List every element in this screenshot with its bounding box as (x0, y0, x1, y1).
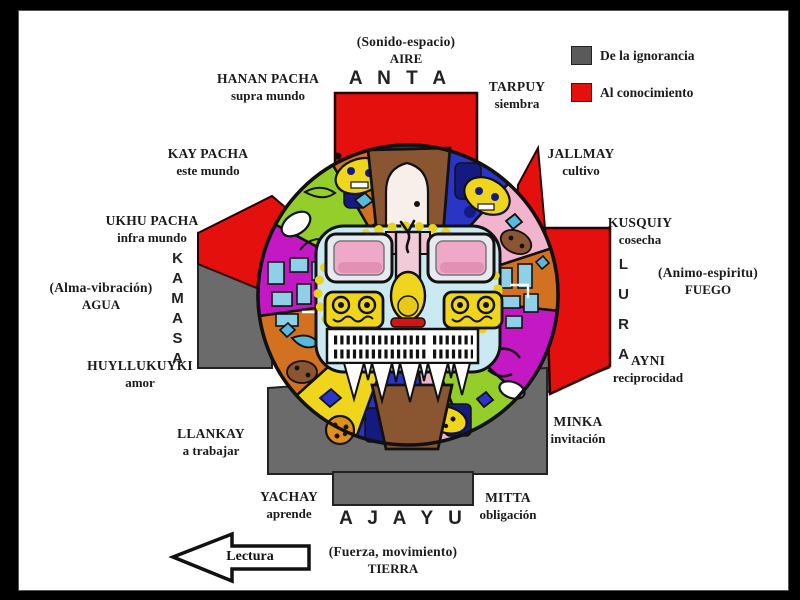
label-jallmay: JALLMAY cultivo (521, 145, 641, 179)
element-air-name: AIRE (389, 50, 423, 66)
label-ayni: AYNI reciprocidad (583, 352, 713, 386)
element-earth-name: TIERRA (367, 560, 419, 576)
term-meaning: reciprocidad (612, 369, 684, 385)
sun-disc-outline (256, 143, 560, 447)
legend-item-knowledge: Al conocimiento (571, 83, 693, 102)
term-meaning: cosecha (618, 231, 662, 247)
center-word-lura: LURA (615, 256, 632, 376)
element-water: (Alma-vibración) AGUA (21, 279, 181, 313)
term-word: KAY PACHA (167, 146, 249, 161)
label-mitta: MITTA obligación (448, 489, 568, 523)
term-word: TARPUY (488, 79, 546, 94)
term-meaning: obligación (479, 506, 537, 522)
legend-item-ignorance: De la ignorancia (571, 46, 695, 65)
term-word: MITTA (485, 490, 531, 505)
label-hanan-pacha: HANAN PACHA supra mundo (208, 70, 328, 104)
term-meaning: cultivo (562, 162, 600, 178)
cheek-mask-left (323, 290, 385, 330)
term-word: MINKA (553, 414, 603, 429)
label-yachay: YACHAY aprende (229, 488, 349, 522)
term-meaning: invitación (550, 430, 606, 446)
barcode-mouth (325, 327, 480, 365)
term-word: HANAN PACHA (216, 71, 320, 86)
element-fire-name: FUEGO (684, 281, 732, 297)
lips (390, 317, 426, 328)
term-word: UKHU PACHA (105, 213, 199, 228)
element-earth: (Fuerza, movimiento) TIERRA (303, 543, 483, 577)
center-word-anta: A N T A (348, 68, 452, 89)
label-minka: MINKA invitación (518, 413, 638, 447)
sun-face (313, 219, 504, 405)
term-word: KUSQUIY (607, 215, 673, 230)
term-word: YACHAY (260, 489, 318, 504)
label-llankay: LLANKAY a trabajar (151, 425, 271, 459)
lectura-arrow-icon (168, 531, 311, 584)
label-tarpuy: TARPUY siembra (457, 78, 577, 112)
term-meaning: siembra (494, 95, 540, 111)
term-meaning: supra mundo (230, 87, 306, 103)
element-water-paren: (Alma-vibración) (49, 280, 153, 295)
center-word-ajayu: A J A Y U (339, 508, 467, 529)
center-word-kamasa: KAMASA (169, 250, 186, 370)
cheek-mask-right (442, 290, 504, 330)
element-air: (Sonido-espacio) AIRE (326, 33, 486, 67)
label-ukhu-pacha: UKHU PACHA infra mundo (90, 212, 214, 246)
term-meaning: este mundo (176, 162, 240, 178)
label-kusquiy: KUSQUIY cosecha (580, 214, 700, 248)
term-word: LLANKAY (177, 426, 245, 441)
term-meaning: aprende (266, 505, 312, 521)
element-fire-paren: (Animo-espiritu) (658, 265, 758, 280)
red-swatch-icon (571, 83, 592, 102)
term-meaning: amor (125, 374, 155, 390)
eye-goggles (324, 232, 496, 284)
term-word: HUYLLUKUYKI (87, 358, 193, 373)
gray-swatch-icon (571, 46, 592, 65)
element-fire: (Animo-espiritu) FUEGO (628, 264, 788, 298)
sun-crown-and-chin (366, 146, 454, 451)
label-huyllukuyki: HUYLLUKUYKI amor (78, 357, 202, 391)
element-water-name: AGUA (81, 296, 121, 312)
label-kay-pacha: KAY PACHA este mundo (148, 145, 268, 179)
antenna (399, 219, 416, 254)
term-meaning: infra mundo (117, 229, 187, 245)
term-word: AYNI (630, 353, 666, 368)
element-air-paren: (Sonido-espacio) (356, 34, 456, 49)
element-earth-paren: (Fuerza, movimiento) (328, 544, 458, 559)
legend-label: De la ignorancia (600, 47, 695, 63)
lectura-arrow-label: Lectura (226, 549, 274, 564)
term-meaning: a trabajar (182, 442, 240, 458)
teeth (342, 362, 472, 405)
legend-label: Al conocimiento (600, 84, 694, 100)
term-word: JALLMAY (547, 146, 615, 161)
